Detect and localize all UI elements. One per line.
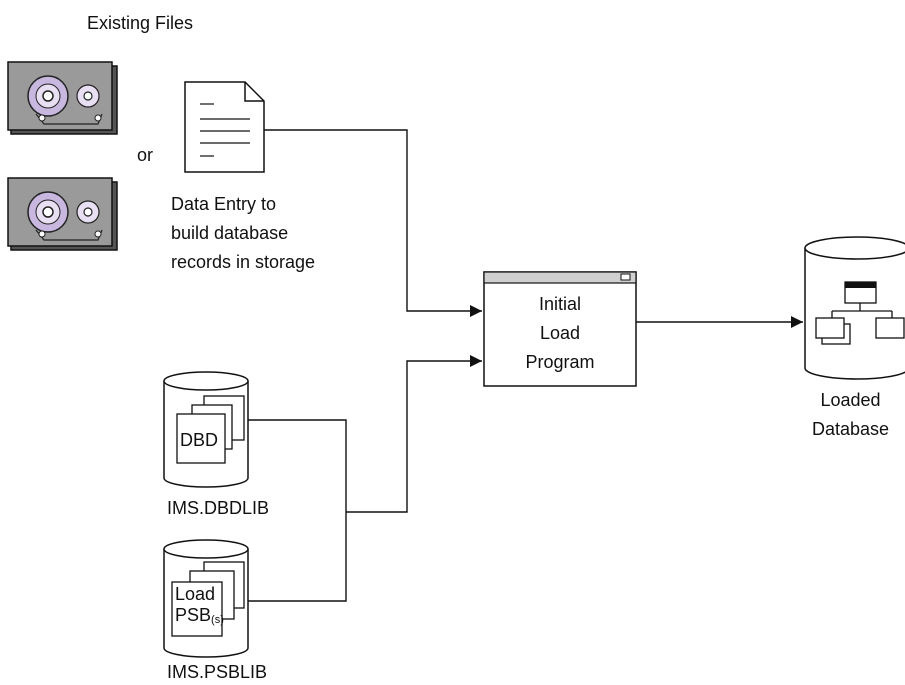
data-entry-line: records in storage [171, 252, 316, 272]
data-entry-line: build database [171, 223, 289, 243]
psblib-label: IMS.PSBLIB [167, 662, 268, 682]
program-window-icon [483, 271, 637, 387]
program-label: Initial Load Program [484, 290, 636, 377]
program-label-line: Program [525, 352, 595, 372]
tape-icon [7, 61, 118, 135]
dbdlib-label: IMS.DBDLIB [167, 498, 270, 518]
tape-icon [7, 177, 118, 251]
program-label-line: Load [539, 323, 581, 343]
libraries-to-program-arrow [346, 355, 482, 513]
loaded-database-label: Loaded Database [812, 386, 889, 444]
data-entry-label: Data Entry to build database records in … [171, 192, 315, 275]
program-label-line: Initial [538, 294, 582, 314]
existing-files-label: Existing Files [87, 13, 194, 33]
document-to-program-arrow [264, 129, 482, 317]
psblib-disk-icon [163, 539, 249, 658]
psb-member-line: Load [175, 584, 216, 604]
dbd-member-label: DBD [180, 430, 219, 450]
database-disk-icon [804, 236, 905, 380]
dbd-connector-line [248, 419, 347, 602]
psb-member-name: PSB [175, 605, 212, 625]
psb-member-line: PSB(s) [175, 605, 224, 631]
psb-member-label: Load PSB(s) [175, 584, 224, 631]
loaded-database-line: Database [812, 419, 890, 439]
or-label: or [137, 145, 154, 165]
dbdlib-disk-icon [163, 371, 249, 488]
psb-member-suffix: (s) [211, 614, 224, 626]
loaded-database-line: Loaded [820, 390, 881, 410]
data-entry-line: Data Entry to [171, 194, 277, 214]
document-icon [184, 81, 265, 173]
